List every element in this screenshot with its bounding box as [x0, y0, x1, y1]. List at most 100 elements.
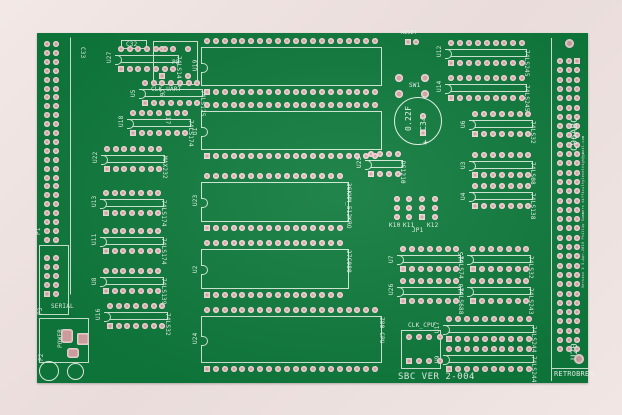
chip-pin: [426, 266, 433, 272]
chip-part-number: 74LS32: [527, 256, 535, 279]
chip-notch: [201, 126, 208, 137]
chip-pin: [292, 153, 299, 159]
chip-outline: [445, 84, 528, 94]
chip-pin: [176, 80, 183, 86]
chip-ref: U2: [192, 265, 199, 273]
header-pad: [53, 156, 59, 163]
supercap-outline: [394, 97, 442, 145]
header-pad: [44, 121, 50, 128]
header-pad: [53, 138, 59, 145]
chip-outline: [115, 55, 179, 65]
chip-pin: [336, 292, 343, 298]
chip-pin: [137, 248, 144, 254]
chip-pin: [257, 38, 264, 44]
chip-pin: [142, 80, 148, 86]
chip-pin: [526, 366, 533, 372]
chip-pin: [103, 268, 109, 274]
header-pad: [53, 67, 59, 74]
chip-pin: [301, 307, 308, 313]
chip-pin: [336, 89, 343, 95]
header-pad: [44, 210, 50, 217]
chip-pin: [283, 153, 290, 159]
chip-pin: [417, 278, 424, 284]
chip-pin: [159, 80, 166, 86]
chip-pin: [507, 183, 514, 189]
chip-pin: [182, 130, 189, 136]
chip-pin: [489, 203, 496, 209]
chip-pin: [345, 102, 352, 108]
chip-pin: [417, 246, 424, 252]
chip-pin: [525, 131, 532, 137]
left-header-outline: [41, 37, 71, 295]
header-pad: [53, 236, 59, 243]
chip-pin: [483, 40, 490, 46]
bus-pad: [574, 151, 580, 157]
chip-pin: [159, 323, 166, 329]
chip-pin: [204, 292, 210, 298]
bus-pad: [557, 337, 563, 343]
chip-notch: [469, 192, 476, 202]
header-pad: [53, 49, 59, 56]
jumper-pad: [394, 205, 400, 211]
chip-pin: [301, 225, 308, 231]
clk-cpu-pads-bottom: [406, 358, 443, 364]
chip-pin: [265, 292, 272, 298]
chip-pin: [385, 171, 392, 177]
bus-pad: [557, 290, 563, 297]
bus-pad: [574, 169, 580, 176]
chip-ref: U3: [460, 161, 467, 169]
chip-pin: [435, 298, 442, 304]
chip-pin: [301, 102, 308, 108]
chip-pin: [472, 131, 478, 137]
chip-pin: [492, 60, 499, 66]
bus-pad: [565, 76, 572, 83]
chip-pin: [155, 268, 162, 274]
chip-pin: [274, 173, 281, 179]
bus-pad: [557, 151, 563, 157]
chip-notch: [101, 155, 108, 165]
chip-pin: [129, 288, 136, 294]
chip-outline: [443, 325, 534, 335]
chip-pin: [354, 366, 361, 372]
chip-pin: [525, 203, 532, 209]
chip-pin: [501, 75, 508, 81]
chip-pin: [257, 366, 264, 372]
author-note: Version 2 5-Apr-2019 Phillip Summers dif…: [581, 135, 585, 288]
header-pad: [53, 219, 59, 225]
chip-pin: [426, 278, 433, 284]
chip-outline: [201, 47, 382, 86]
chip-pin: [111, 190, 118, 196]
chip-pin: [435, 246, 442, 252]
chip-notch: [100, 237, 107, 247]
p2-label: P2: [38, 353, 45, 361]
chip-pin: [498, 183, 505, 189]
chip-pin: [146, 288, 153, 294]
bus-pad: [557, 67, 563, 74]
chip-pin: [523, 298, 530, 304]
chip-part-number: 74LS174: [187, 120, 194, 147]
chip-part-number: MAX232: [161, 156, 168, 179]
chip-pin: [248, 225, 255, 231]
bus-pad: [565, 346, 572, 353]
chip-pin: [417, 266, 424, 272]
bus-pad: [557, 206, 563, 213]
chip-pin: [146, 210, 153, 216]
chip-pin: [526, 336, 533, 342]
header-pad: [53, 112, 59, 119]
clk-cpu-pads-top: [406, 334, 443, 340]
chip-pin: [310, 240, 317, 246]
chip-pin: [408, 266, 415, 272]
chip-pin: [363, 307, 370, 313]
chip-pin: [147, 166, 154, 172]
chip-pin: [454, 316, 461, 322]
chip-pin: [519, 95, 526, 101]
chip-pin: [446, 346, 452, 352]
header-pad: [44, 183, 50, 190]
chip-pin: [121, 166, 128, 172]
chip-pin: [283, 173, 290, 179]
chip-pin: [168, 80, 175, 86]
chip-pin: [130, 146, 137, 152]
power-switch-pad: [61, 329, 73, 343]
chip-pin: [517, 336, 524, 342]
chip-pin: [499, 316, 506, 322]
